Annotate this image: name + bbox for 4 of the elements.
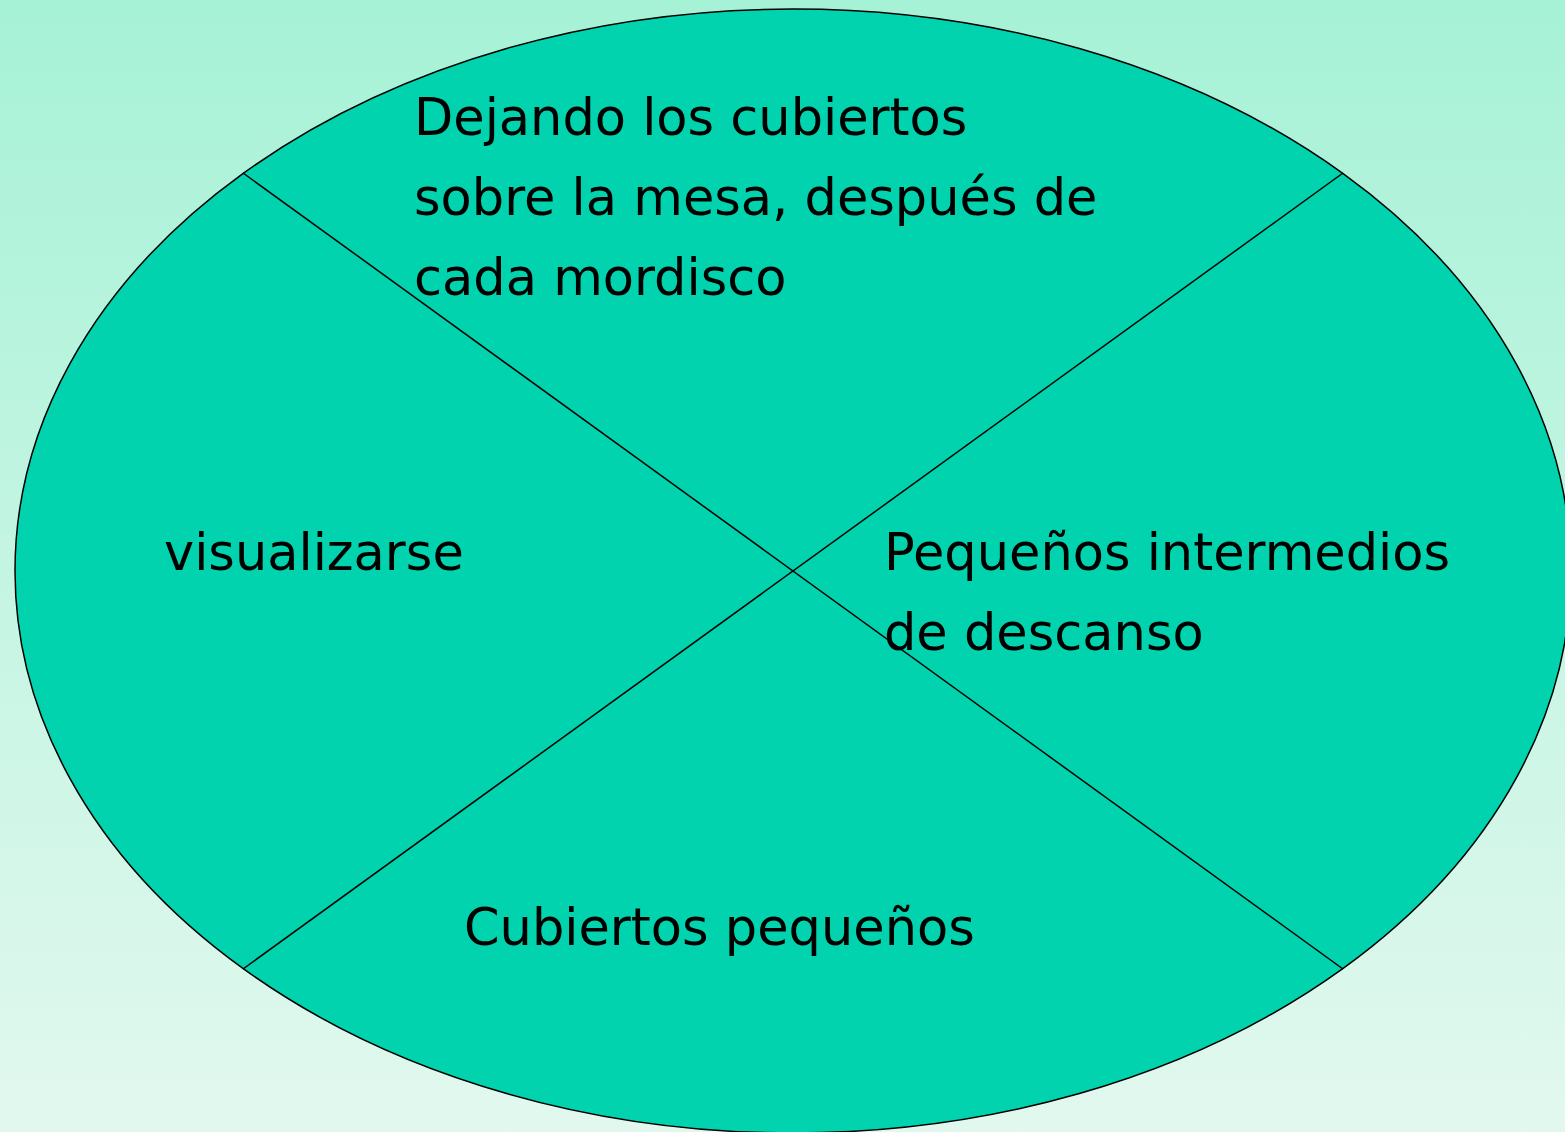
quadrant-text: Dejando los cubiertos sobre la mesa, después de cada mordisco (414, 87, 1099, 309)
quadrant-text: Cubiertos pequeños (464, 897, 976, 959)
quadrant-text: Pequeños intermedios de descanso (884, 522, 1451, 664)
quadrant-text: visualizarse (164, 522, 465, 584)
